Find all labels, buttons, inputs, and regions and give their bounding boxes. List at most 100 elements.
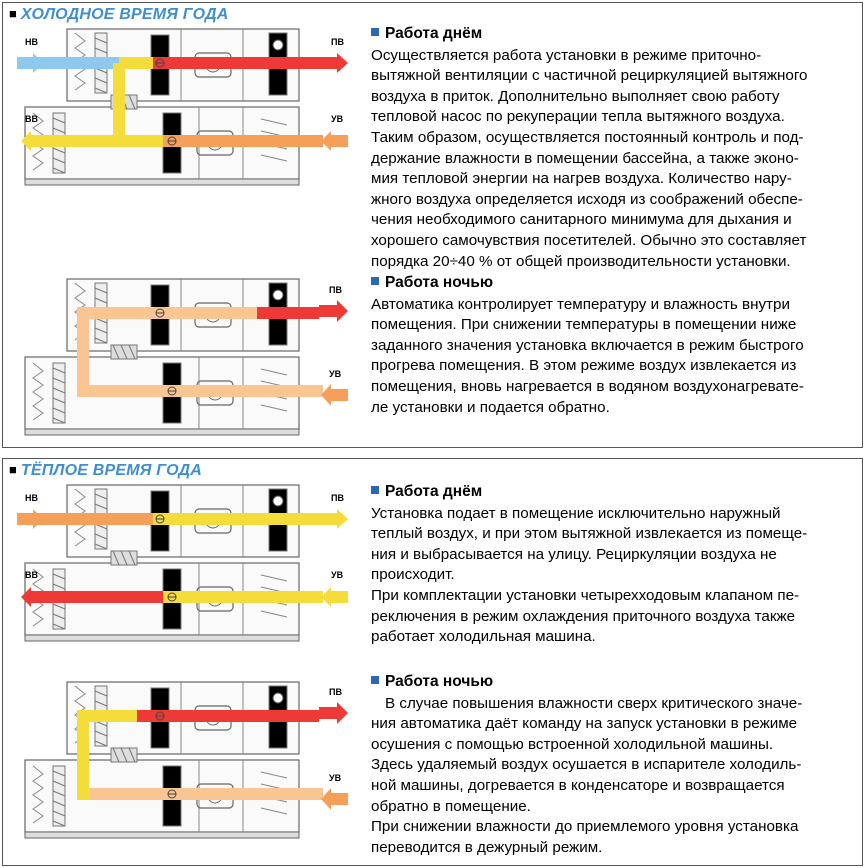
text-line: помещения. При снижении температуры в по…	[371, 316, 797, 334]
base-frame	[24, 831, 300, 839]
label-nv: НВ	[25, 493, 38, 503]
damper-blade	[94, 87, 108, 94]
cold-day-heading: Работа днём	[371, 24, 859, 45]
cold-day-lines: Осуществляется работа установки в режиме…	[371, 46, 859, 273]
night-return-vertical	[77, 313, 89, 397]
text-line: переводится в дежурный режим.	[371, 838, 603, 856]
cold-night-lines: Автоматика контролирует температуру и вл…	[371, 295, 859, 419]
damper-blade	[52, 790, 66, 797]
label-pv: ПВ	[331, 37, 344, 47]
warm-day-paragraphs: Установка подает в помещение исключитель…	[371, 504, 859, 648]
text-line: реключения в режим охлаждения приточного…	[371, 607, 796, 625]
mixing-damper-blade	[128, 344, 136, 360]
text-line: ния и выбрасывается на улицу. Рециркуляц…	[371, 545, 777, 563]
flow-markers	[155, 514, 177, 602]
exhaust-flow-hot	[41, 591, 163, 603]
recirc-flow-vertical	[113, 63, 125, 141]
warm-night-paragraphs: В случае повышения влажности сверх крити…	[371, 694, 859, 859]
supply-flow-mix	[119, 57, 153, 69]
night-supply-yellow	[77, 710, 137, 722]
cold-day-text: Работа днём Осуществляется работа устано…	[371, 24, 859, 272]
damper-blade	[94, 543, 108, 550]
night-return-horizontal	[77, 385, 323, 397]
damper-blade	[52, 623, 66, 630]
damper-blade	[52, 407, 66, 414]
arrow-in-right-bottom	[321, 131, 348, 151]
text-line: хорошего самочувствия посетителей. Обычн…	[371, 231, 807, 249]
heading-bullet-icon	[371, 28, 379, 36]
cold-day-unit-svg	[23, 28, 323, 186]
damper-blade	[52, 367, 66, 374]
text-line: воздуха в приток. Дополнительно выполняе…	[371, 87, 780, 105]
cold-day-airflows	[23, 57, 323, 147]
base-frame	[24, 178, 300, 186]
text-line: Установка подает в помещение исключитель…	[371, 504, 781, 522]
heading-bullet-icon	[371, 676, 379, 684]
label-pv: ПВ	[329, 687, 342, 697]
label-uv: УВ	[331, 114, 344, 124]
damper-blade	[94, 533, 108, 540]
warm-night-unit-svg	[24, 681, 323, 839]
mixing-damper-blade	[128, 747, 136, 763]
filter-icon	[32, 765, 44, 824]
mixing-damper-blade	[128, 550, 136, 566]
exhaust-flow-yellow	[163, 591, 323, 603]
louvre-line	[260, 807, 288, 815]
damper-blade	[94, 700, 108, 707]
damper-blade	[94, 337, 108, 344]
text-line: теплый воздух, и при этом вытяжной извле…	[371, 525, 808, 543]
flow-markers	[155, 711, 177, 799]
label-uv: УВ	[329, 773, 342, 783]
warm-day-unit-svg	[23, 484, 323, 642]
warm-day-arrows: НВ ВВ ПВ УВ	[17, 493, 348, 607]
warm-day-heading: Работа днём	[371, 482, 859, 503]
text-line: Таким образом, осуществляется постоянный…	[371, 128, 804, 146]
warm-day-airflows	[23, 513, 323, 603]
night-return-horizontal	[77, 788, 323, 800]
text-line: тепловой насос по рекуперации тепла вытя…	[371, 108, 785, 126]
night-supply-warm	[77, 307, 257, 319]
label-pv: ПВ	[331, 493, 344, 503]
warm-night-heading: Работа ночью	[371, 672, 859, 693]
warm-season-title: ■ТЁПЛОЕ ВРЕМЯ ГОДА	[9, 462, 203, 479]
base-frame	[24, 428, 300, 436]
text-line: заданного значения установка включается …	[371, 336, 804, 354]
supply-flow-cooled	[153, 513, 319, 525]
cold-day-arrows: НВ ВВ ПВ УВ	[17, 37, 348, 151]
damper-blade	[52, 613, 66, 620]
text-line: работает холодильная машина.	[371, 628, 596, 646]
damper-blade	[52, 780, 66, 787]
damper-blade	[94, 287, 108, 294]
arrow-out-right-top	[319, 53, 348, 73]
intake-flow-warm	[23, 513, 153, 525]
cold-night-diagram: ПВ УВ	[3, 269, 363, 447]
louvre-line	[260, 610, 288, 618]
damper-blade	[94, 690, 108, 697]
damper-blade	[52, 117, 66, 124]
cold-night-airflows	[77, 307, 323, 397]
mixing-damper-blade	[120, 550, 128, 566]
damper-blade	[52, 127, 66, 134]
louvre-line	[260, 574, 288, 582]
text-line: Здесь удаляемый воздух осушается в испар…	[371, 756, 802, 774]
mixing-damper-blade	[120, 344, 128, 360]
sensor-icon	[272, 289, 284, 301]
text-line: ния автоматика даёт команду на запуск ус…	[371, 715, 798, 733]
damper-blade	[52, 800, 66, 807]
arrow-out-right-top	[319, 300, 348, 322]
arrow-in-right-bottom	[321, 384, 348, 406]
label-pv: ПВ	[329, 285, 342, 295]
title-bullet-icon: ■	[9, 462, 17, 477]
damper-blade	[94, 77, 108, 84]
arrow-in-left-top	[17, 509, 43, 529]
text-line: обратно в помещение.	[371, 797, 531, 815]
night-supply-hot	[137, 710, 319, 722]
flow-markers	[155, 308, 177, 396]
label-vv: ВВ	[25, 114, 38, 124]
damper-blade	[52, 377, 66, 384]
text-line: помещения, вновь нагревается в водяном в…	[371, 377, 804, 395]
text-line: ной машины, догревается в конденсаторе и…	[371, 776, 785, 794]
text-line: В случае повышения влажности сверх крити…	[385, 694, 803, 712]
damper-blade	[52, 167, 66, 174]
text-line: держание влажности в помещении бассейна,…	[371, 149, 799, 167]
